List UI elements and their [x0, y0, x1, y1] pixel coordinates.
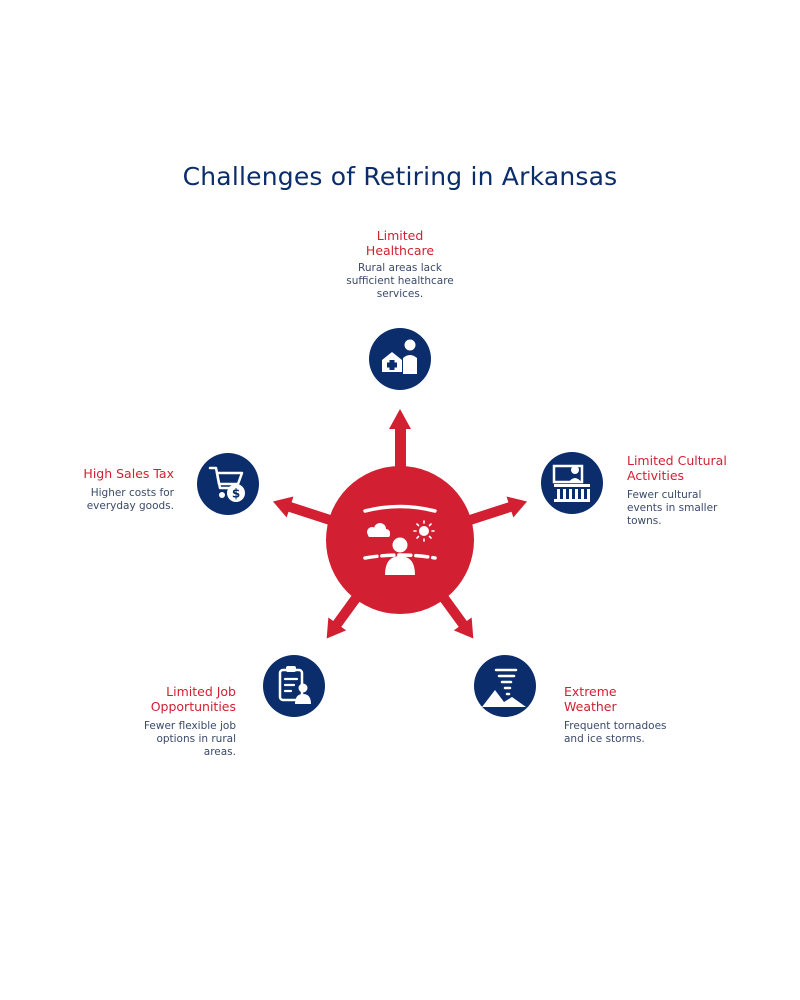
arrows: [272, 409, 528, 639]
item-heading: Limited Job Opportunities: [150, 684, 236, 714]
arrow-upper-right: [468, 496, 528, 525]
page-title: Challenges of Retiring in Arkansas: [182, 162, 618, 191]
hospital-person-icon: [369, 328, 431, 390]
shopping-cart-dollar-icon: $: [197, 453, 259, 515]
item-heading: High Sales Tax: [83, 466, 174, 481]
svg-text:$: $: [232, 487, 240, 501]
clipboard-person-icon: [263, 655, 325, 717]
item-weather: Extreme Weather Frequent tornadoes and i…: [564, 684, 694, 746]
item-description: Fewer flexible job options in rural area…: [143, 720, 236, 758]
item-cultural: Limited Cultural Activities Fewer cultur…: [627, 453, 747, 528]
item-sales-tax: High Sales Tax Higher costs for everyday…: [64, 466, 174, 513]
retiree-weather-icon: [363, 504, 437, 575]
item-description: Frequent tornadoes and ice storms.: [564, 720, 667, 745]
arrow-lower-right: [436, 591, 474, 639]
item-heading: Limited Healthcare: [365, 228, 435, 258]
tornado-icon: [474, 655, 536, 717]
item-heading: Limited Cultural Activities: [627, 453, 727, 483]
arrow-lower-left: [326, 591, 364, 639]
museum-person-icon: [541, 452, 603, 514]
item-heading: Extreme Weather: [564, 684, 617, 714]
arrow-up: [389, 409, 411, 472]
item-jobs: Limited Job Opportunities Fewer flexible…: [116, 684, 236, 759]
item-description: Rural areas lack sufficient healthcare s…: [346, 262, 454, 300]
item-description: Higher costs for everyday goods.: [86, 487, 174, 512]
center-hub: [326, 466, 474, 614]
item-description: Fewer cultural events in smaller towns.: [627, 489, 718, 527]
arrow-upper-left: [272, 496, 332, 525]
item-healthcare: Limited Healthcare Rural areas lack suff…: [330, 228, 470, 301]
